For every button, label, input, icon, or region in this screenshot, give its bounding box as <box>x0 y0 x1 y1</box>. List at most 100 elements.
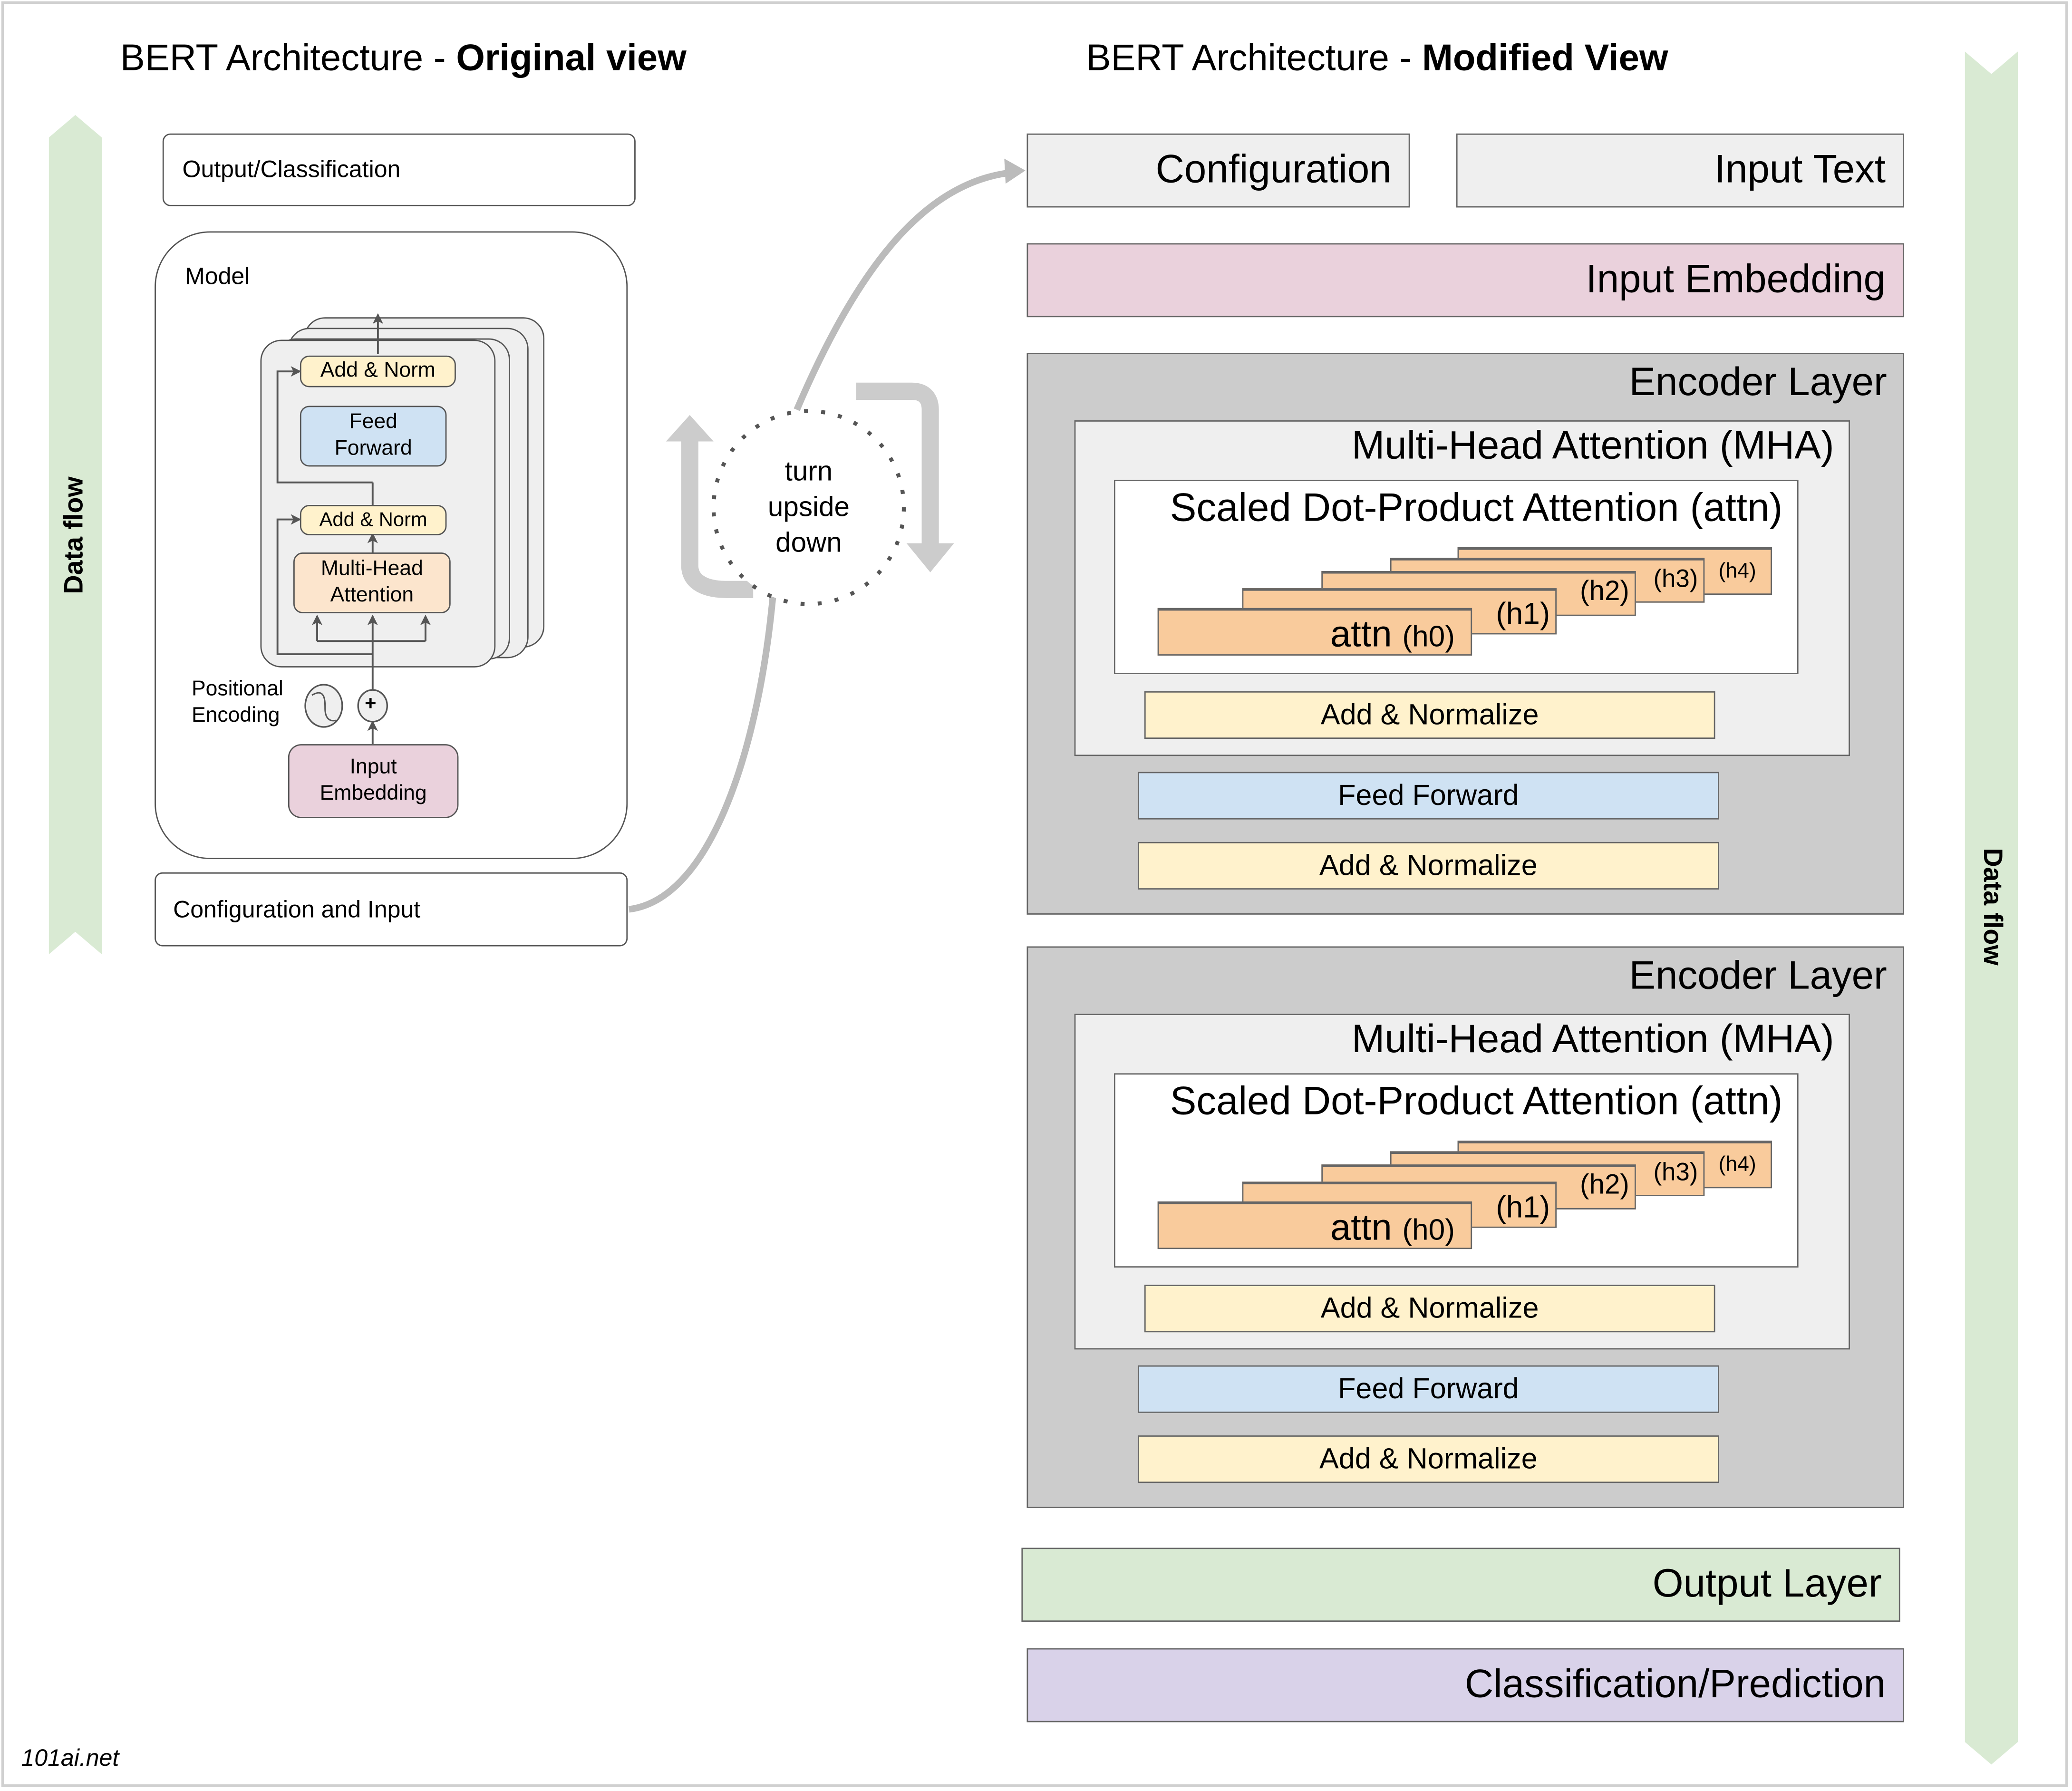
head-label-h4: (h4) <box>1718 1153 1756 1177</box>
left-title: BERT Architecture - Original view <box>120 37 687 79</box>
turn-line1: turn <box>784 456 833 487</box>
head-label-h0-text: attn (h0) <box>1330 1207 1455 1248</box>
head-label-h0: attn (h0) <box>1330 613 1455 656</box>
sdpa-title: Scaled Dot-Product Attention (attn) <box>1170 1080 1783 1123</box>
add-normalize-2-label: Add & Normalize <box>1319 848 1538 882</box>
input-embedding-line2: Embedding <box>320 782 427 805</box>
head-label-h0-text: attn (h0) <box>1330 613 1455 654</box>
input-embedding-layer: Input Embedding <box>1026 243 1904 318</box>
output-classification-label: Output/Classification <box>182 156 401 183</box>
mha-line2: Attention <box>330 584 414 607</box>
attention-head-h0: attn (h0) <box>1157 1201 1472 1249</box>
watermark: 101ai.net <box>21 1744 119 1772</box>
plus-symbol: + <box>365 692 377 715</box>
head-label-h3: (h3) <box>1653 565 1698 594</box>
add-norm-bottom-box: Add & Norm <box>300 504 447 535</box>
add-normalize-1: Add & Normalize <box>1144 1285 1715 1333</box>
left-title-bold: Original view <box>456 37 687 78</box>
head-label-attn: attn <box>1330 613 1403 655</box>
ff-residual-arrow <box>276 366 373 484</box>
add-norm-top-box: Add & Norm <box>300 355 456 387</box>
feed-forward-block: Feed Forward <box>1137 1365 1719 1413</box>
input-text-label: Input Text <box>1714 148 1886 192</box>
output-classification-box: Output/Classification <box>162 133 636 206</box>
add-normalize-1: Add & Normalize <box>1144 691 1715 739</box>
input-text-box: Input Text <box>1456 133 1904 208</box>
head-label-h0: attn (h0) <box>1330 1207 1455 1249</box>
turn-arrow-right <box>856 382 939 545</box>
encoder-layer-title: Encoder Layer <box>1629 360 1887 405</box>
configuration-label: Configuration <box>1155 148 1392 192</box>
input-embedding-line1: Input <box>349 756 397 779</box>
head-label-h4: (h4) <box>1718 560 1756 583</box>
head-label-attn: attn <box>1330 1207 1403 1248</box>
add-normalize-1-label: Add & Normalize <box>1320 1291 1539 1325</box>
head-label-h2: (h2) <box>1580 1170 1629 1200</box>
data-flow-arrow-down-shape <box>1965 51 2018 1765</box>
turn-upside-down-label: turn upside down <box>768 454 850 561</box>
add-normalize-2-label: Add & Normalize <box>1319 1442 1538 1475</box>
add-normalize-2: Add & Normalize <box>1137 842 1719 890</box>
attention-head-h0: attn (h0) <box>1157 608 1472 656</box>
mha-title: Multi-Head Attention (MHA) <box>1351 1017 1834 1062</box>
encoder-layer-1: Encoder Layer Multi-Head Attention (MHA)… <box>1026 353 1904 915</box>
mha-block: Multi-Head Attention (MHA) Scaled Dot-Pr… <box>1074 1014 1850 1350</box>
classification-prediction-layer: Classification/Prediction <box>1026 1648 1904 1723</box>
head-label-index: (h0) <box>1402 1213 1455 1247</box>
configuration-input-label: Configuration and Input <box>173 895 421 922</box>
feed-forward-block: Feed Forward <box>1137 772 1719 820</box>
turn-to-configuration-curve <box>794 170 1007 411</box>
output-layer: Output Layer <box>1021 1548 1900 1622</box>
classification-label: Classification/Prediction <box>1464 1663 1886 1706</box>
feed-forward-line1: Feed <box>349 411 397 434</box>
head-label-h2: (h2) <box>1580 576 1629 607</box>
head-label-index: (h0) <box>1402 620 1455 653</box>
turn-arrow-up-head <box>666 415 714 442</box>
positional-line2: Encoding <box>191 704 280 727</box>
model-label: Model <box>185 263 250 290</box>
right-data-flow-label: Data flow <box>1977 848 2007 966</box>
turn-line3: down <box>775 528 842 559</box>
config-to-turn-curve <box>629 594 776 913</box>
right-title-bold: Modified View <box>1422 37 1668 78</box>
mha-line1: Multi-Head <box>320 558 423 581</box>
sine-wave-path <box>311 692 336 722</box>
feed-forward-line2: Forward <box>334 437 412 460</box>
right-title-prefix: BERT Architecture - <box>1086 37 1423 78</box>
encoder-layer-2: Encoder Layer Multi-Head Attention (MHA)… <box>1026 946 1904 1508</box>
left-title-prefix: BERT Architecture - <box>120 37 456 78</box>
turn-arrow-left <box>681 438 754 598</box>
data-flow-arrow-up-shape <box>48 115 102 955</box>
head-label-h1: (h1) <box>1496 1190 1550 1224</box>
turn-upside-down-circle <box>711 409 906 606</box>
configuration-input-box: Configuration and Input <box>155 872 628 947</box>
positional-encoding-sine-icon <box>304 684 343 728</box>
mha-block: Multi-Head Attention (MHA) Scaled Dot-Pr… <box>1074 420 1850 756</box>
sdpa-block: Scaled Dot-Product Attention (attn) (h4)… <box>1113 1073 1799 1268</box>
sdpa-title: Scaled Dot-Product Attention (attn) <box>1170 486 1783 530</box>
output-layer-label: Output Layer <box>1652 1562 1882 1606</box>
positional-encoding-label: Positional Encoding <box>192 677 283 729</box>
add-norm-bottom-label: Add & Norm <box>319 508 427 531</box>
turn-line2: upside <box>767 492 850 523</box>
configuration-box: Configuration <box>1026 133 1410 208</box>
sdpa-block: Scaled Dot-Product Attention (attn) (h4)… <box>1113 480 1799 674</box>
plus-circle-icon <box>357 689 388 723</box>
add-norm-top-label: Add & Norm <box>320 359 436 382</box>
turn-arrow-down-head <box>906 543 954 572</box>
mha-title: Multi-Head Attention (MHA) <box>1351 424 1834 468</box>
input-embedding-label: Input Embedding <box>1586 258 1886 301</box>
feed-forward-label: Feed Forward <box>1338 778 1519 812</box>
positional-line1: Positional <box>191 678 283 701</box>
encoder-layer-title: Encoder Layer <box>1629 954 1887 998</box>
feed-forward-label: Feed Forward <box>1338 1372 1519 1405</box>
right-title: BERT Architecture - Modified View <box>1086 37 1668 79</box>
